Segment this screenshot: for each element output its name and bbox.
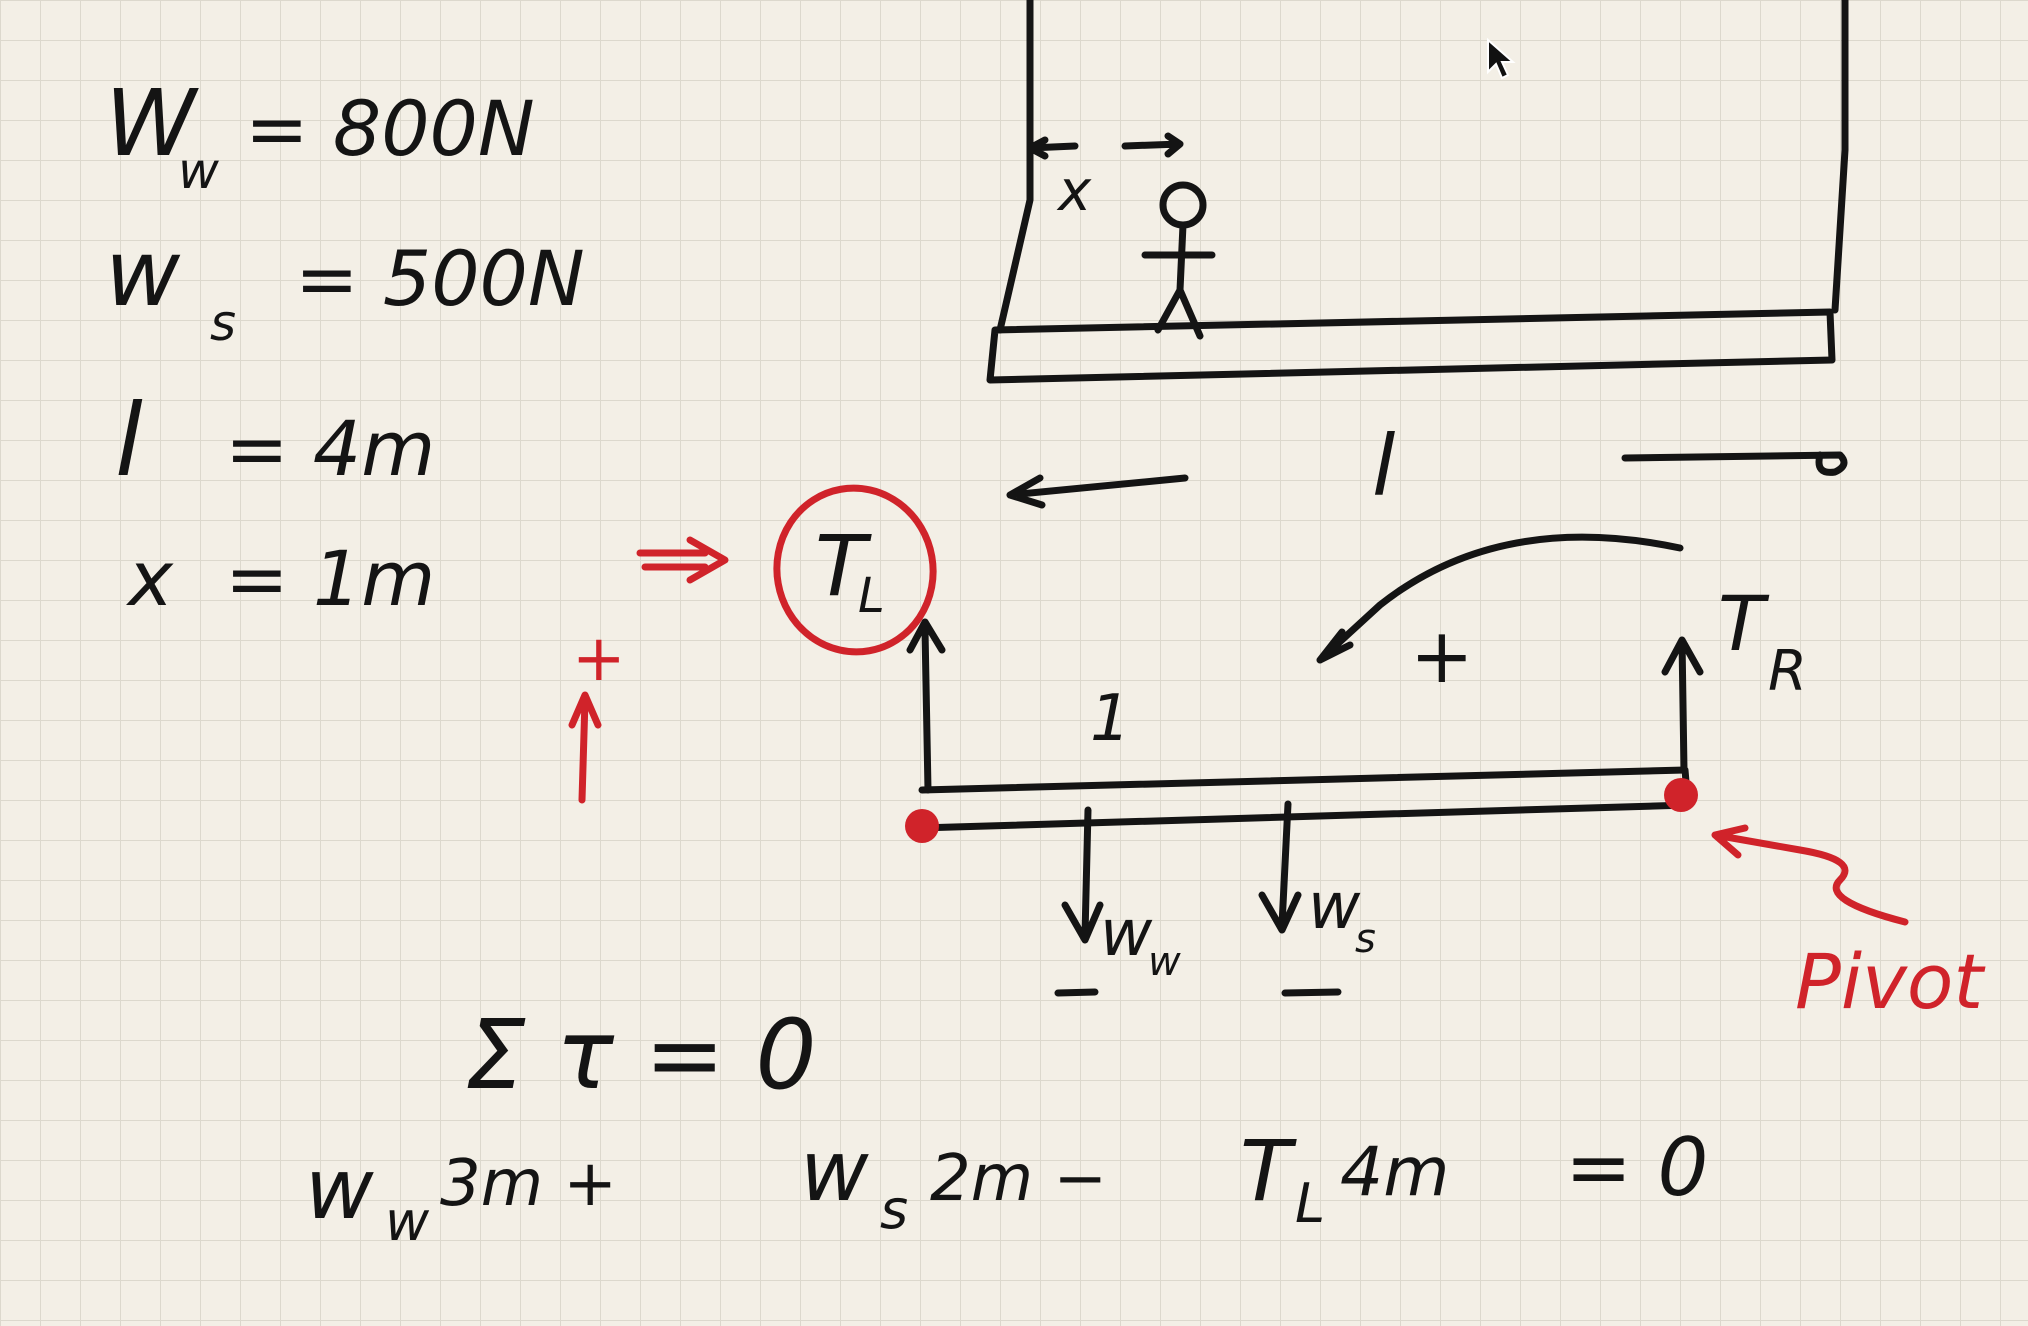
tl-force-arrow: [906, 618, 946, 794]
ccw-rotation-arrow: [1316, 533, 1684, 664]
length-arrow-left: [1006, 474, 1189, 509]
ws-value: = 500N: [295, 234, 585, 323]
eq-term2-rest: 2m −: [930, 1142, 1107, 1216]
sign-convention-up: +: [568, 622, 626, 804]
ws-symbol: w: [105, 220, 181, 327]
x-dimension-label: x: [1056, 159, 1092, 224]
eq-term3-subscript: L: [1295, 1172, 1325, 1235]
red-up-arrow: [568, 691, 602, 804]
scaffold-plank: [986, 308, 1836, 384]
one-meter-tick: 1: [1090, 682, 1131, 756]
person-body: [1141, 221, 1216, 340]
ccw-plus-label: +: [1410, 611, 1474, 700]
tr-force-arrow: [1661, 636, 1704, 774]
right-rope: [1831, 0, 1849, 314]
pivot-arrow: [1711, 824, 1909, 926]
person-figure: [1141, 181, 1216, 340]
l-symbol: l: [115, 382, 143, 499]
ww-force-symbol: w: [1100, 897, 1153, 971]
beam-fbd: T R + 1 w w w s: [905, 533, 1807, 997]
ww-underline: [1054, 988, 1099, 997]
eq-term1-symbol: w: [305, 1140, 374, 1238]
eq-term3-rest: 4m: [1340, 1133, 1450, 1212]
scaffold-sketch: x: [986, 0, 1849, 384]
given-x: x = 1m: [126, 534, 435, 623]
ws-subscript: s: [210, 294, 236, 352]
ww-force-arrow: [1061, 806, 1104, 944]
given-l: l = 4m: [115, 382, 435, 499]
given-ww: W w = 800N: [105, 70, 535, 200]
given-ws: w s = 500N: [105, 220, 585, 352]
ws-underline: [1281, 988, 1342, 997]
tr-symbol: T: [1718, 579, 1770, 668]
eq-term2-subscript: s: [880, 1178, 908, 1241]
ww-symbol: W: [105, 70, 199, 177]
left-end-dot: [905, 809, 939, 843]
x-symbol: x: [126, 534, 174, 623]
left-rope: [996, 0, 1034, 334]
x-arrow-right: [1121, 132, 1184, 158]
ws-force-subscript: s: [1355, 916, 1376, 962]
tl-highlight: T L: [636, 484, 937, 656]
eq-term1-subscript: w: [385, 1190, 430, 1253]
plus-up-label: +: [572, 622, 626, 696]
x-arrow-left: [1026, 136, 1079, 160]
x-value: = 1m: [225, 534, 435, 623]
eq-term1-rest: 3m +: [440, 1147, 617, 1221]
red-pointer-arrow: [636, 536, 729, 584]
mouse-cursor-icon: [1487, 37, 1516, 80]
ws-force-symbol: w: [1308, 870, 1361, 944]
tl-subscript: L: [858, 568, 885, 624]
tl-symbol: T: [815, 517, 872, 615]
eq-rhs: = 0: [1565, 1121, 1708, 1214]
pivot-label: Pivot: [1795, 937, 1986, 1026]
pivot-dot: [1664, 778, 1698, 812]
eq-term3-symbol: T: [1240, 1122, 1297, 1220]
pivot-annotation: Pivot: [1711, 824, 1986, 1026]
eq-term2-symbol: w: [800, 1122, 869, 1220]
ww-value: = 800N: [245, 84, 535, 173]
torque-sum-equation: Σ τ = 0: [465, 999, 817, 1111]
length-label: l: [1372, 417, 1395, 515]
length-arrow-right: [1621, 451, 1848, 476]
tr-subscript: R: [1768, 639, 1807, 704]
length-dimension: l: [1006, 417, 1848, 515]
ww-subscript: w: [178, 142, 219, 200]
moment-equation: w w 3m + w s 2m − T L 4m = 0: [305, 1121, 1708, 1253]
l-value: = 4m: [225, 404, 435, 493]
ww-force-subscript: w: [1148, 939, 1181, 985]
tl-circle: [773, 484, 937, 656]
ws-force-arrow: [1258, 800, 1302, 934]
